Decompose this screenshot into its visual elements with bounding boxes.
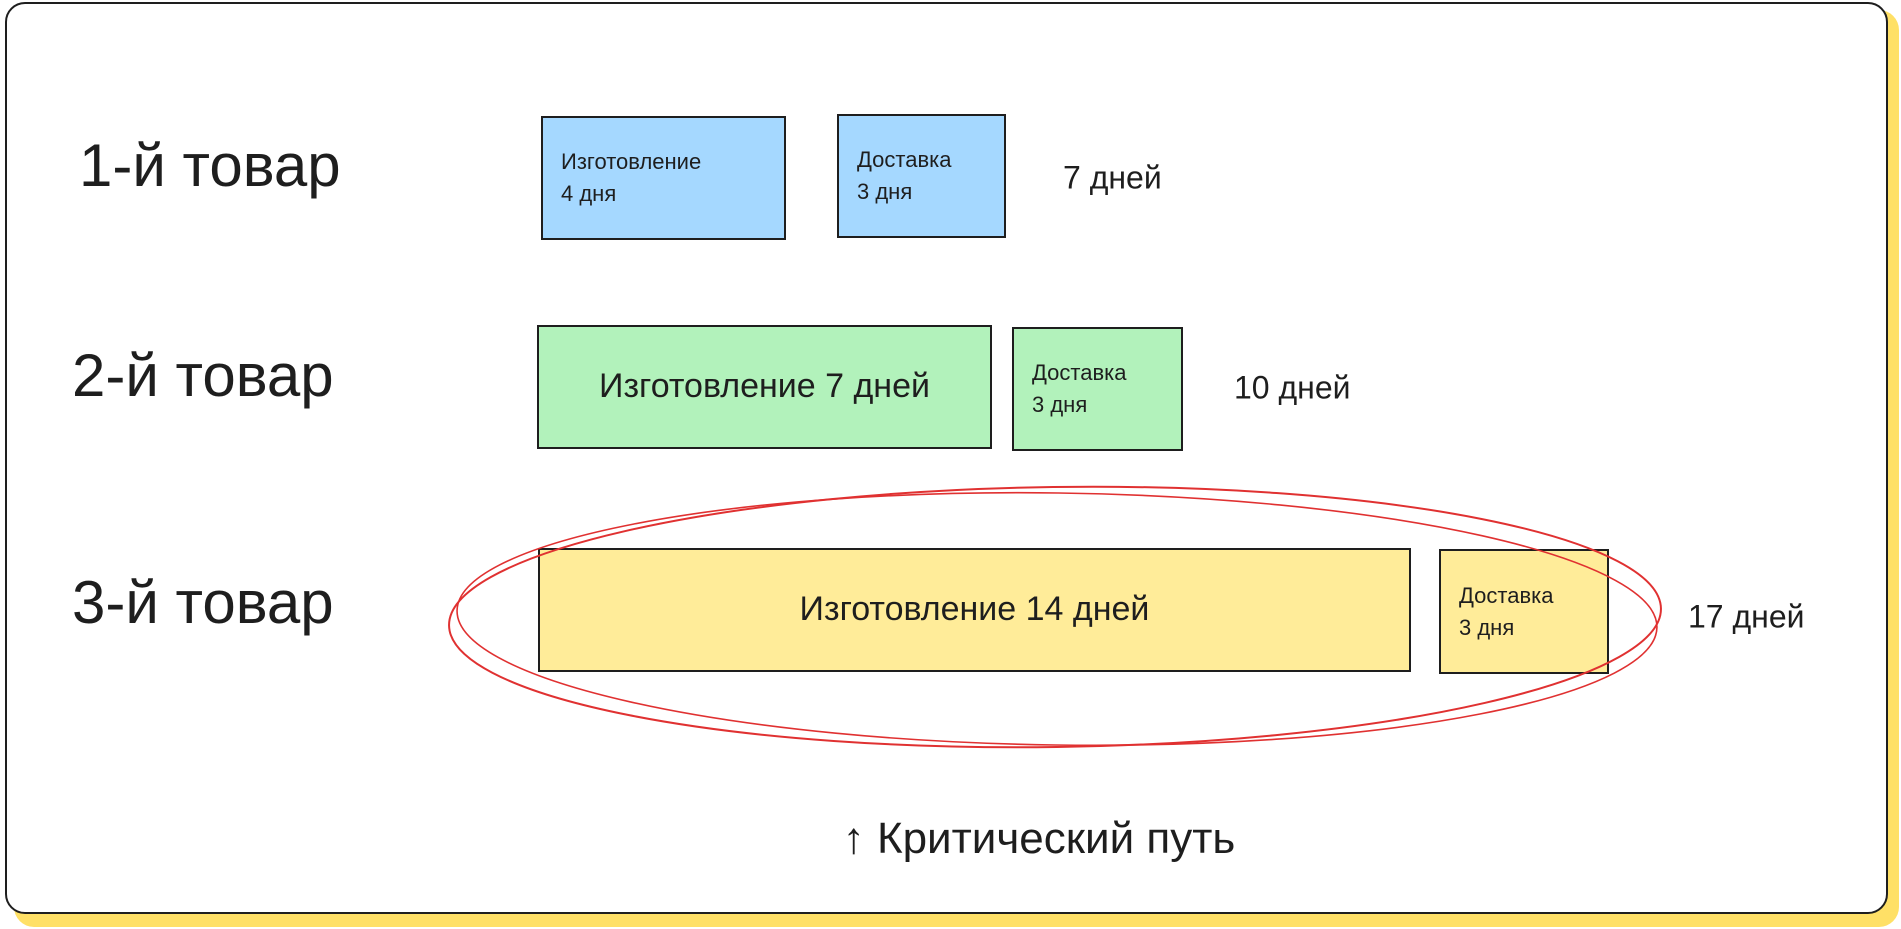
delivery-box-1: Доставка 3 дня	[837, 114, 1006, 238]
make-label-2: Изготовление 7 дней	[599, 367, 930, 406]
row-label-3: 3-й товар	[72, 569, 334, 636]
make-box-3: Изготовление 14 дней	[538, 548, 1411, 672]
make-box-1: Изготовление 4 дня	[541, 116, 786, 240]
delivery-title-2: Доставка	[1032, 360, 1127, 386]
row-label-1: 1-й товар	[79, 132, 341, 199]
row-label-2: 2-й товар	[72, 342, 334, 409]
delivery-days-2: 3 дня	[1032, 392, 1088, 417]
make-days-1: 4 дня	[561, 181, 617, 206]
make-label-3: Изготовление 14 дней	[799, 590, 1150, 629]
critical-path-caption: ↑ Критический путь	[843, 814, 1236, 864]
delivery-days-3: 3 дня	[1459, 614, 1515, 640]
total-3: 17 дней	[1688, 598, 1805, 635]
delivery-box-2: Доставка 3 дня	[1012, 327, 1183, 451]
total-2: 10 дней	[1234, 369, 1351, 406]
make-title-1: Изготовление	[561, 149, 702, 175]
total-1: 7 дней	[1063, 159, 1162, 196]
delivery-days-1: 3 дня	[857, 179, 913, 204]
make-box-2: Изготовление 7 дней	[537, 325, 992, 449]
delivery-box-3: Доставка 3 дня	[1439, 549, 1609, 674]
critical-path-label: Критический путь	[876, 814, 1236, 863]
arrow-up-icon: ↑	[842, 814, 865, 863]
delivery-title-1: Доставка	[857, 147, 952, 173]
delivery-title-3: Доставка	[1459, 582, 1554, 608]
